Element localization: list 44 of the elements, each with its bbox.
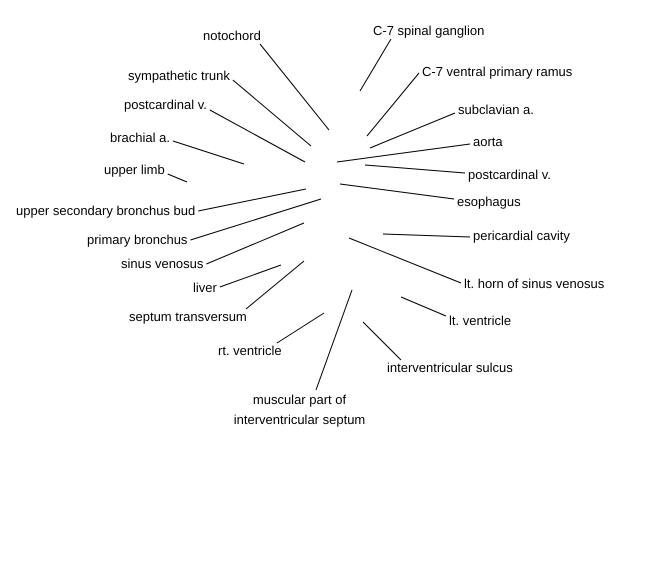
leader-line bbox=[209, 110, 306, 162]
part-label: rt. ventricle bbox=[215, 343, 285, 359]
part-label: postcardinal v. bbox=[465, 167, 554, 183]
leader-line bbox=[276, 312, 324, 344]
part-label: notochord bbox=[200, 28, 264, 44]
leader-line bbox=[348, 238, 462, 284]
leader-line bbox=[336, 144, 470, 162]
part-label: primary bronchus bbox=[84, 232, 190, 248]
part-label: sympathetic trunk bbox=[125, 68, 233, 84]
leader-line bbox=[362, 322, 402, 360]
part-label: upper secondary bronchus bud bbox=[13, 203, 198, 219]
leader-line bbox=[370, 112, 456, 148]
part-label: brachial a. bbox=[107, 130, 173, 146]
part-label: esophagus bbox=[454, 194, 524, 210]
leader-line bbox=[246, 260, 304, 310]
part-label: muscular part of interventricular septum bbox=[222, 390, 378, 430]
part-label: lt. ventricle bbox=[446, 313, 514, 329]
leader-line bbox=[382, 234, 470, 238]
part-label: postcardinal v. bbox=[121, 97, 210, 113]
leader-line bbox=[198, 188, 306, 212]
part-label: C-7 spinal ganglion bbox=[370, 23, 488, 39]
leader-line bbox=[400, 296, 446, 316]
leader-line bbox=[366, 72, 420, 136]
part-label: C-7 ventral primary ramus bbox=[419, 64, 576, 80]
leader-line bbox=[190, 198, 322, 240]
part-label: upper limb bbox=[101, 162, 168, 178]
part-label: lt. horn of sinus venosus bbox=[461, 276, 608, 292]
leader-line bbox=[260, 44, 330, 130]
part-label: liver bbox=[190, 280, 220, 296]
part-label: septum transversum bbox=[126, 309, 250, 325]
leader-line bbox=[364, 164, 466, 174]
part-label: aorta bbox=[470, 134, 506, 150]
part-label: pericardial cavity bbox=[470, 228, 573, 244]
leader-line bbox=[219, 264, 282, 288]
part-label: subclavian a. bbox=[455, 102, 537, 118]
leader-line bbox=[206, 222, 304, 264]
part-label: interventricular sulcus bbox=[384, 360, 516, 376]
leader-line bbox=[172, 140, 244, 164]
leader-line bbox=[316, 290, 352, 390]
leader-line bbox=[232, 80, 312, 146]
leader-line bbox=[167, 174, 188, 182]
leader-line bbox=[340, 184, 454, 200]
part-label: sinus venosus bbox=[118, 256, 206, 272]
leader-line bbox=[360, 38, 392, 92]
